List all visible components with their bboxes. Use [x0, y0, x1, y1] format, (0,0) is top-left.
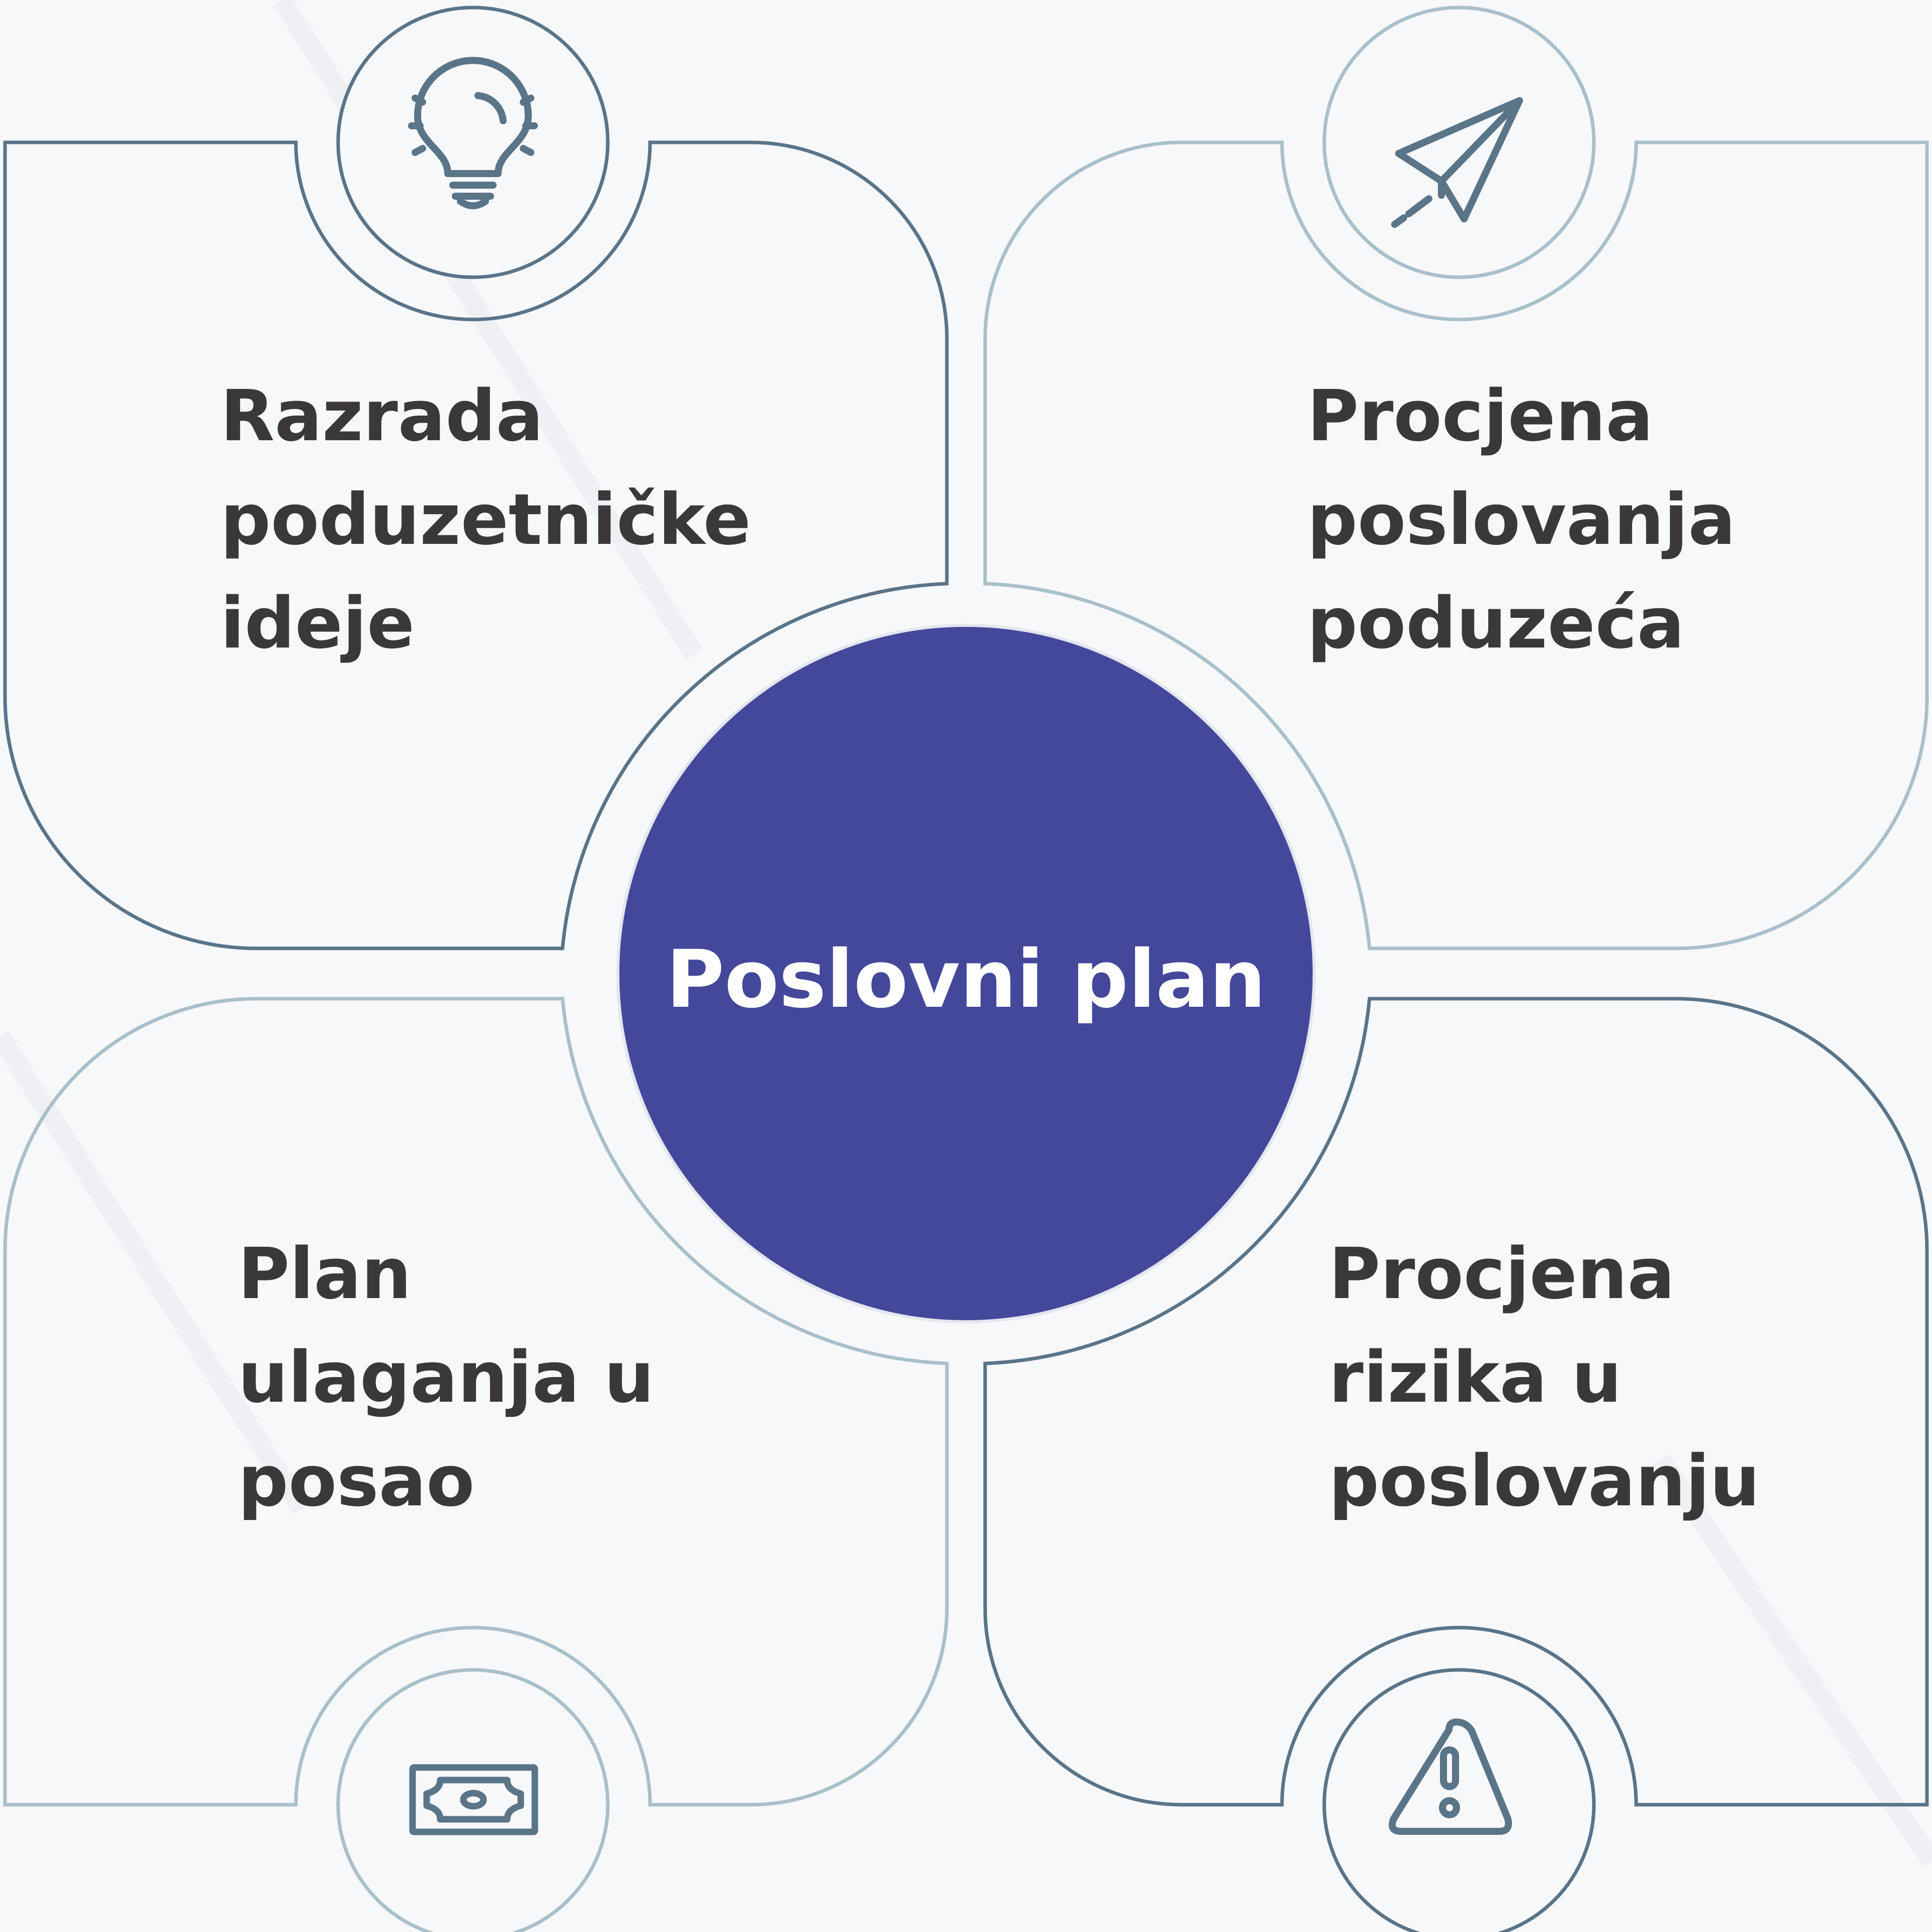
- label-line: Procjena: [1329, 1233, 1675, 1315]
- label-line: poduzetničke: [220, 479, 751, 561]
- quadrant-top-left-label: Razrada poduzetničke ideje: [220, 365, 751, 676]
- label-line: Procjena: [1307, 375, 1653, 457]
- quadrant-bottom-left-label: Plan ulaganja u posao: [238, 1223, 654, 1534]
- center-title: Poslovni plan: [666, 933, 1266, 1026]
- icon-circle-top-left: [336, 6, 610, 279]
- paper-plane-icon: [1391, 97, 1523, 228]
- icon-circle-bottom-left: [336, 1668, 610, 1932]
- label-line: Plan: [238, 1233, 412, 1315]
- banknote-icon: [409, 1764, 538, 1835]
- warning-icon: [1389, 1718, 1512, 1835]
- lightbulb-icon: [408, 57, 538, 209]
- icon-circle-bottom-right: [1322, 1668, 1596, 1932]
- icon-circle-top-right: [1322, 6, 1596, 279]
- label-line: poslovanju: [1329, 1440, 1760, 1522]
- label-line: rizika u: [1329, 1337, 1622, 1419]
- label-line: Razrada: [220, 375, 543, 457]
- quadrant-bottom-left-frame: [3, 997, 949, 1807]
- label-line: ideje: [220, 583, 415, 665]
- label-line: ulaganja u: [238, 1337, 655, 1419]
- label-line: poduzeća: [1307, 583, 1685, 665]
- label-line: poslovanja: [1307, 479, 1736, 561]
- quadrant-bottom-right-label: Procjena rizika u poslovanju: [1329, 1223, 1760, 1534]
- quadrant-top-right-frame: [983, 140, 1929, 950]
- quadrant-top-left-frame: [3, 140, 949, 950]
- quadrant-bottom-right-frame: [983, 997, 1929, 1807]
- label-line: posao: [238, 1440, 475, 1522]
- center-circle: [616, 624, 1316, 1323]
- quadrant-top-right-label: Procjena poslovanja poduzeća: [1307, 365, 1736, 676]
